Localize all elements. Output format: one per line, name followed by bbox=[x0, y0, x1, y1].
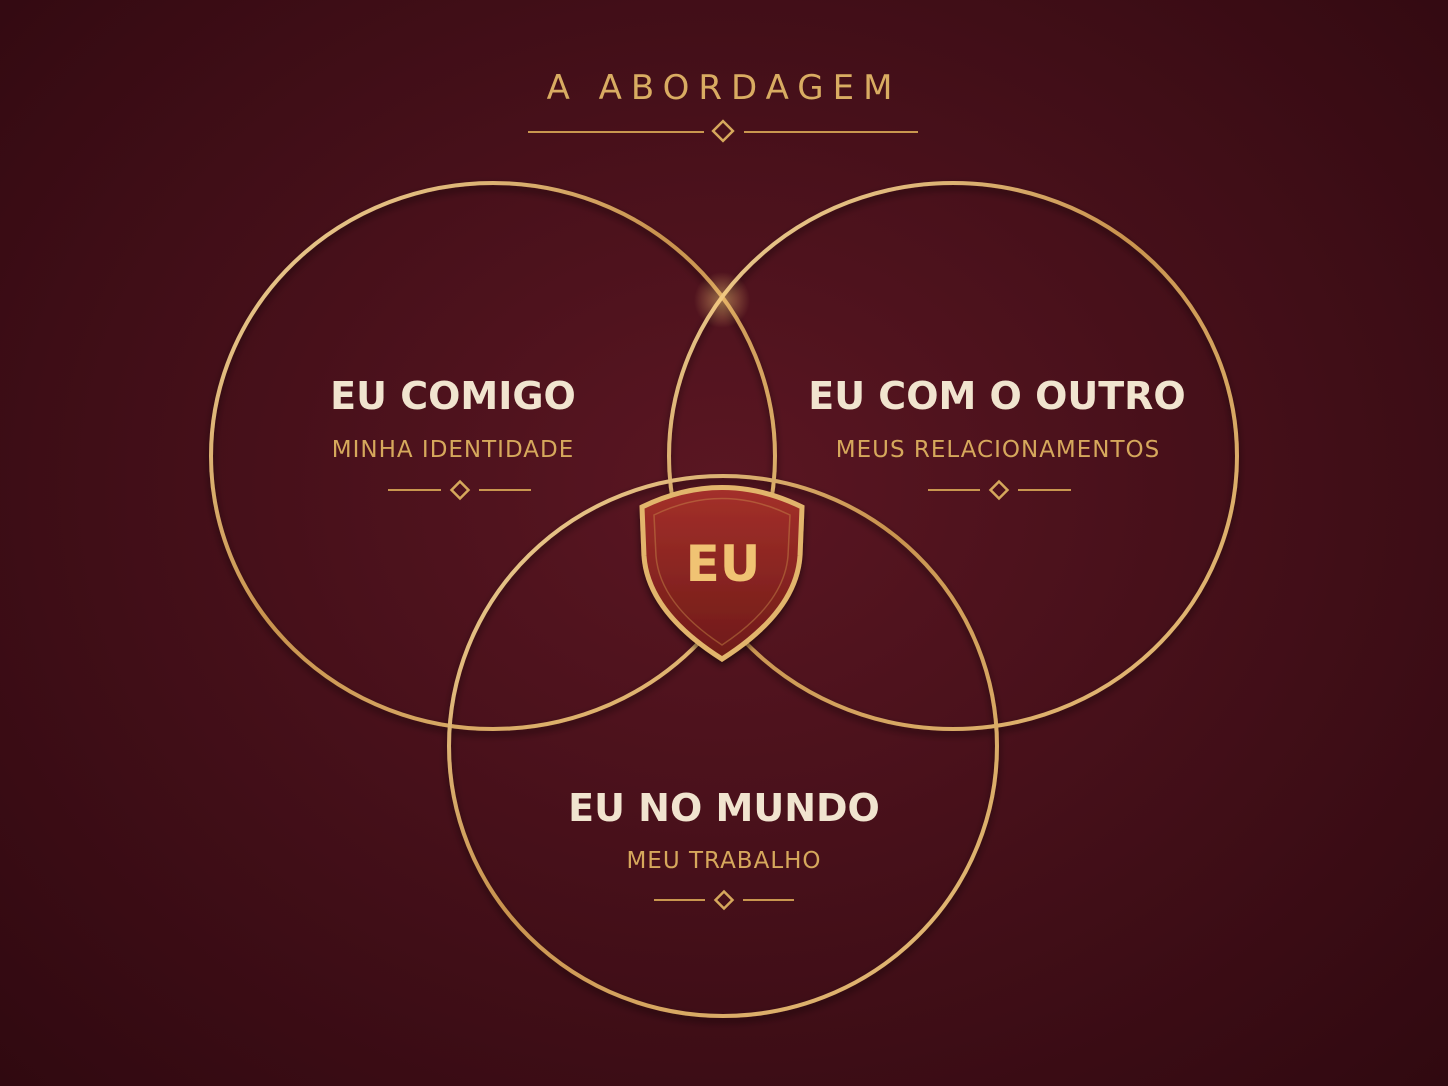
circle-title: EU COMIGO bbox=[330, 374, 576, 418]
circle-subtitle: MINHA IDENTIDADE bbox=[332, 437, 575, 463]
circle-eu-comigo bbox=[209, 181, 777, 731]
circle-eu-no-mundo bbox=[447, 474, 999, 1018]
center-label: EU bbox=[686, 535, 761, 593]
circle-subtitle: MEU TRABALHO bbox=[626, 848, 821, 874]
intersection-glow bbox=[694, 272, 750, 328]
circle-subtitle: MEUS RELACIONAMENTOS bbox=[836, 437, 1161, 463]
diamond-icon bbox=[713, 889, 735, 911]
circle-divider bbox=[928, 479, 1071, 501]
circle-divider bbox=[388, 479, 531, 501]
circle-eu-com-o-outro bbox=[667, 181, 1239, 731]
page-title: A ABORDAGEM bbox=[547, 68, 902, 108]
center-shield bbox=[639, 485, 805, 662]
diamond-icon bbox=[988, 479, 1010, 501]
diamond-icon bbox=[711, 119, 735, 143]
diamond-icon bbox=[449, 479, 471, 501]
circle-title: EU NO MUNDO bbox=[568, 786, 880, 830]
venn-rings bbox=[209, 181, 1239, 1018]
shield-icon bbox=[639, 485, 805, 662]
circle-divider bbox=[654, 889, 794, 911]
circle-title: EU COM O OUTRO bbox=[808, 374, 1185, 418]
header-divider bbox=[528, 119, 918, 143]
